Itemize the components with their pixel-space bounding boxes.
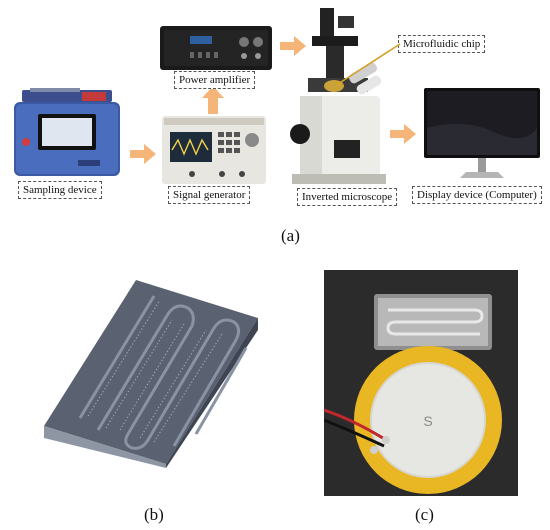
microfluidic-chip-3d-model: [44, 280, 258, 468]
sampling-device-label: Sampling device: [18, 181, 102, 199]
signal-generator-image: [162, 116, 266, 184]
signal-generator-label: Signal generator: [168, 186, 251, 204]
chip-on-piezo-photo: S: [324, 270, 518, 496]
panel-b-label: (b): [144, 505, 164, 524]
panel-c: S: [324, 270, 518, 496]
display-device-label: Display device (Computer): [412, 186, 542, 204]
sampling-device-image: [8, 88, 126, 180]
power-amplifier-label: Power amplifier: [174, 71, 256, 89]
arrow-right-1: [130, 144, 156, 164]
microfluidic-chip-pointer: [336, 43, 401, 87]
display-device-image: [424, 88, 540, 184]
inverted-microscope-image: [286, 6, 390, 186]
panel-b: [36, 268, 266, 468]
arrow-right-2: [280, 36, 306, 56]
panel-a: Sampling device Signal generator: [0, 0, 550, 250]
microfluidic-chip-label: Microfluidic chip: [398, 35, 486, 53]
inverted-microscope-label: Inverted microscope: [297, 188, 398, 206]
panel-a-label: (a): [281, 226, 300, 245]
power-amplifier-image: [160, 26, 272, 70]
piezo-marking: S: [423, 413, 432, 429]
panel-c-label: (c): [415, 505, 434, 524]
arrow-up: [202, 86, 224, 114]
arrow-right-3: [390, 124, 416, 144]
